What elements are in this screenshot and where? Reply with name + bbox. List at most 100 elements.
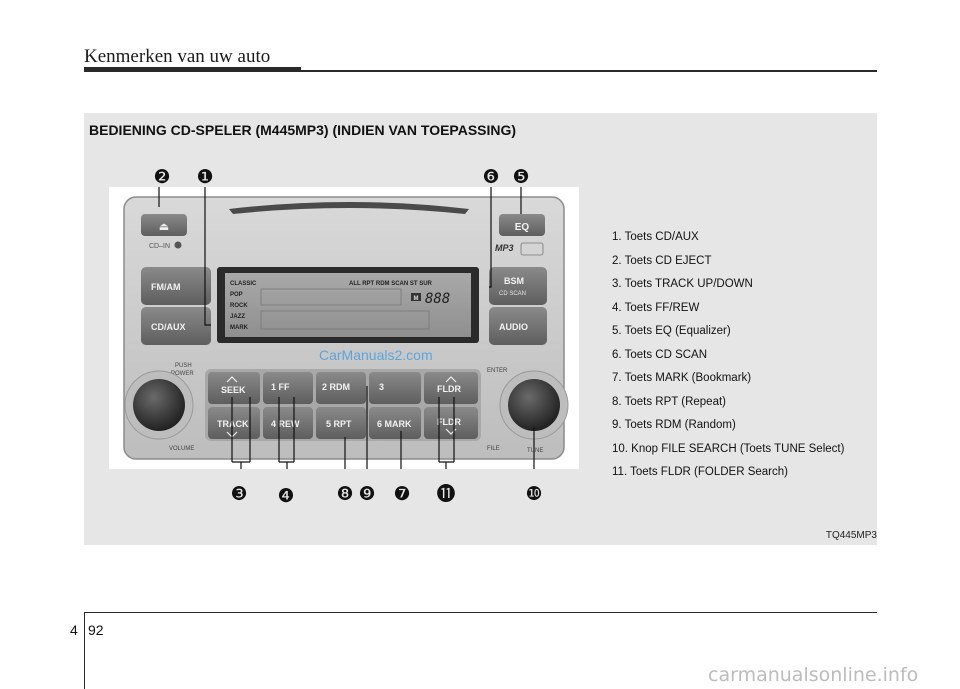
radio-illustration: ⏏ CD–IN EQ MP3 FM/AM CD/AUX BSM CD SCAN … — [123, 187, 569, 477]
eq-button — [499, 214, 545, 236]
fm-am-button — [141, 267, 211, 305]
callout-5: ❺ — [512, 166, 529, 188]
button-5 — [316, 407, 366, 439]
cd-slot — [229, 202, 469, 214]
eject-symbol: ⏏ — [159, 220, 169, 233]
lcd-segment-top — [260, 288, 402, 306]
button-1 — [263, 372, 313, 404]
callout-11: ⓫ — [436, 483, 455, 505]
bsm-label: BSM — [504, 276, 524, 286]
enter-label: ENTER — [487, 368, 508, 374]
fm-am-label: FM/AM — [151, 282, 181, 292]
button-6-label: 6 MARK — [377, 419, 412, 429]
callout-7: ❼ — [393, 483, 410, 505]
callout-10: ❿ — [525, 483, 542, 505]
leader-11 — [438, 397, 455, 477]
cd-in-indicator — [174, 241, 182, 249]
lcd-segment-bottom — [260, 310, 430, 330]
footer-watermark: carmanualsonline.info — [708, 664, 919, 686]
callout-2: ❷ — [153, 166, 170, 188]
fldr-down-label: FLDR — [437, 417, 461, 427]
button-2 — [316, 372, 366, 404]
tune-knob — [508, 379, 560, 431]
cd-in-label: CD–IN — [149, 243, 170, 250]
bsm-button — [489, 267, 547, 305]
callout-4: ❹ — [277, 485, 294, 507]
mode-jazz: JAZZ — [230, 314, 245, 320]
callout-3: ❸ — [230, 483, 247, 505]
legend-item-2: 2. Toets CD EJECT — [612, 254, 712, 267]
legend-list: 1. Toets CD/AUX 2. Toets CD EJECT 3. Toe… — [612, 230, 844, 489]
figure-title: BEDIENING CD-SPELER (M445MP3) (INDIEN VA… — [89, 122, 517, 138]
page-header-title: Kenmerken van uw auto — [84, 46, 271, 67]
legend-item-4: 4. Toets FF/REW — [612, 301, 700, 314]
page-number: 92 — [88, 622, 104, 638]
legend-item-8: 8. Toets RPT (Repeat) — [612, 395, 726, 408]
button-6 — [369, 407, 421, 439]
eject-button — [141, 214, 187, 236]
seek-label: SEEK — [221, 385, 246, 395]
display-indicators: ALL RPT RDM SCAN ST SUR — [349, 281, 433, 287]
audio-label: AUDIO — [499, 322, 528, 332]
figure-code: TQ445MP3 — [825, 530, 877, 541]
leader-3 — [231, 397, 251, 477]
file-label: FILE — [487, 446, 500, 452]
legend-item-10: 10. Knop FILE SEARCH (Toets TUNE Select) — [612, 442, 845, 455]
center-watermark: CarManuals2.com — [319, 347, 433, 363]
button-2-label: 2 RDM — [322, 382, 350, 392]
header-rule-thin — [301, 70, 877, 72]
cd-aux-button — [141, 307, 211, 345]
footer-rule — [84, 612, 877, 613]
mode-pop: POP — [230, 292, 243, 298]
callout-8: ❽ — [336, 483, 353, 505]
cd-scan-label: CD SCAN — [499, 291, 526, 297]
button-3 — [369, 372, 421, 404]
fldr-up-arrow — [445, 376, 457, 383]
tune-label: TUNE — [527, 448, 543, 454]
button-4 — [263, 407, 313, 439]
leader-4 — [278, 397, 295, 477]
svg-text:M: M — [414, 296, 419, 302]
legend-item-6: 6. Toets CD SCAN — [612, 348, 708, 361]
button-5-label: 5 RPT — [326, 419, 352, 429]
mp3-logo: MP3 — [495, 243, 514, 253]
leader-6 — [489, 187, 492, 288]
radio-photo: ⏏ CD–IN EQ MP3 FM/AM CD/AUX BSM CD SCAN … — [109, 187, 579, 477]
fldr-down-button — [424, 407, 478, 439]
track-label: TRACK — [217, 419, 249, 429]
leader-1 — [204, 187, 211, 326]
push-label: PUSH — [175, 363, 192, 369]
callout-1: ❶ — [196, 166, 213, 188]
cd-aux-label: CD/AUX — [151, 322, 186, 332]
button-4-label: 4 REW — [271, 419, 300, 429]
legend-item-7: 7. Toets MARK (Bookmark) — [612, 372, 752, 384]
m-badge — [411, 293, 421, 301]
track-button — [208, 407, 260, 439]
power-label: POWER — [171, 371, 194, 377]
audio-button — [489, 307, 547, 345]
mode-rock: ROCK — [230, 303, 248, 309]
callout-9: ❾ — [358, 483, 375, 505]
section-number: 4 — [70, 622, 78, 638]
fldr-up-label: FLDR — [437, 384, 461, 394]
legend-item-1: 1. Toets CD/AUX — [612, 231, 699, 243]
eq-label: EQ — [515, 222, 530, 233]
mode-mark: MARK — [230, 325, 249, 331]
legend-item-11: 11. Toets FLDR (FOLDER Search) — [612, 466, 788, 478]
volume-label: VOLUME — [169, 446, 194, 452]
seek-button — [208, 372, 260, 404]
mode-classic: CLASSIC — [230, 281, 257, 287]
volume-knob — [133, 379, 185, 431]
seek-up-arrow — [226, 376, 238, 383]
legend-item-3: 3. Toets TRACK UP/DOWN — [612, 278, 753, 290]
legend-item-9: 9. Toets RDM (Random) — [612, 419, 736, 431]
display-digits: 888 — [425, 291, 450, 307]
callout-leaders — [158, 187, 535, 477]
header-rule-thick — [84, 67, 301, 72]
legend-item-5: 5. Toets EQ (Equalizer) — [612, 325, 731, 337]
button-3-label: 3 — [379, 382, 384, 392]
footer-divider — [84, 612, 85, 689]
fldr-up-button — [424, 372, 478, 404]
callout-6: ❻ — [482, 166, 499, 188]
